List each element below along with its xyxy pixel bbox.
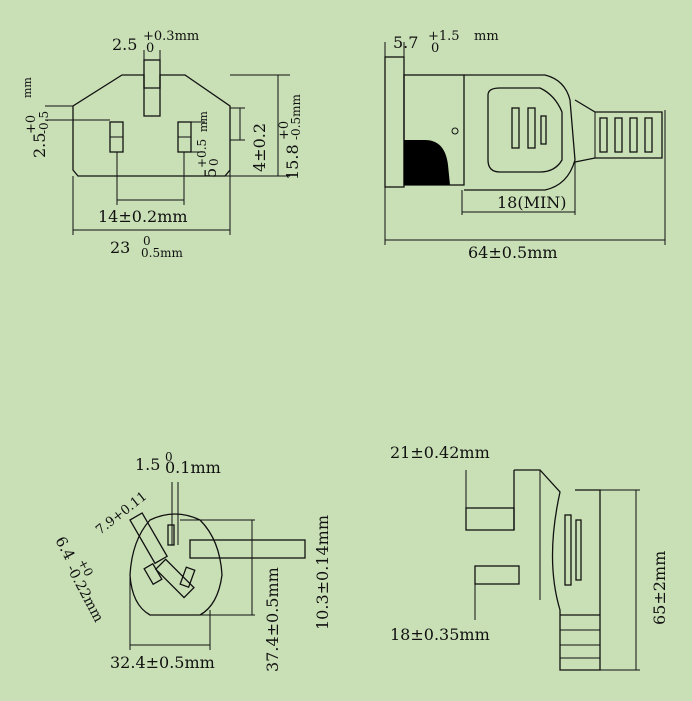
pin-thickness-tol-lower: 0 <box>431 41 439 56</box>
angled-pin-width-value: 6.4 <box>51 533 78 563</box>
angled-body <box>514 469 601 671</box>
top-side-pin <box>465 507 515 531</box>
angled-pin-bottom <box>154 558 195 599</box>
top-offset-value: 2.5 <box>30 133 49 158</box>
total-height-angled-value: 65±2mm <box>650 551 669 625</box>
black-insert <box>404 140 450 185</box>
side-view <box>384 42 666 245</box>
side-pin <box>384 56 405 188</box>
long-pin <box>189 539 306 559</box>
grip <box>464 74 576 191</box>
pin-thickness-unit: mm <box>474 29 499 44</box>
pin-side-unit: mm <box>197 111 210 132</box>
total-length-value: 64±0.5mm <box>468 243 558 262</box>
pin-offset-tol-lower: 0.1mm <box>165 458 221 477</box>
pin-offset-value: 1.5 <box>135 455 160 474</box>
body-width-value: 32.4±0.5mm <box>110 653 215 672</box>
pin-height-value: 4±0.2 <box>250 123 269 172</box>
pin-width-tol-lower: 0 <box>146 41 154 56</box>
total-height-tol-lower: -0.5mm <box>289 93 303 140</box>
upper-slot <box>167 524 175 546</box>
pin-length-value: 10.3±0.14mm <box>313 515 332 630</box>
pin-width-tol-upper: +0.3mm <box>143 29 199 44</box>
top-offset-tol-lower: -0.5 <box>37 111 51 134</box>
total-width-tol-upper: 0 <box>143 234 151 248</box>
pin-side-tol-lower: 0 <box>207 158 221 166</box>
angled-plug-view <box>465 469 640 671</box>
pin-side-tol-upper: +0.5 <box>195 139 209 168</box>
front-view <box>45 50 290 235</box>
small-hole <box>451 127 459 135</box>
min-length-value: 18(MIN) <box>497 193 567 212</box>
total-width-tol-lower: 0.5mm <box>141 246 183 260</box>
pin-spacing-value: 14±0.2mm <box>98 207 188 226</box>
round-body <box>129 513 223 616</box>
pin-thickness-value: 5.7 <box>393 33 418 52</box>
angled-pin-top <box>129 512 169 565</box>
pin-width-value: 2.5 <box>112 35 137 54</box>
top-offset-unit: mm <box>21 77 34 98</box>
pin-offset-tol-upper: 0 <box>165 450 173 464</box>
top-offset-tol-upper: +0 <box>24 115 39 134</box>
total-width-value: 23 <box>110 238 130 257</box>
total-height-tol-upper: +0 <box>277 121 292 140</box>
body-height-value: 37.4±0.5mm <box>263 567 282 672</box>
pin-side-value: 5 <box>201 168 220 178</box>
total-height-value: 15.8 <box>283 144 302 180</box>
top-pin <box>143 59 161 117</box>
strain-relief <box>574 99 663 163</box>
bottom-side-pin <box>474 565 520 585</box>
top-pin-value: 21±0.42mm <box>390 443 490 462</box>
bottom-pin-value: 18±0.35mm <box>390 625 490 644</box>
pin-thickness-tol-upper: +1.5 <box>428 29 460 44</box>
round-plug-view <box>129 482 306 650</box>
